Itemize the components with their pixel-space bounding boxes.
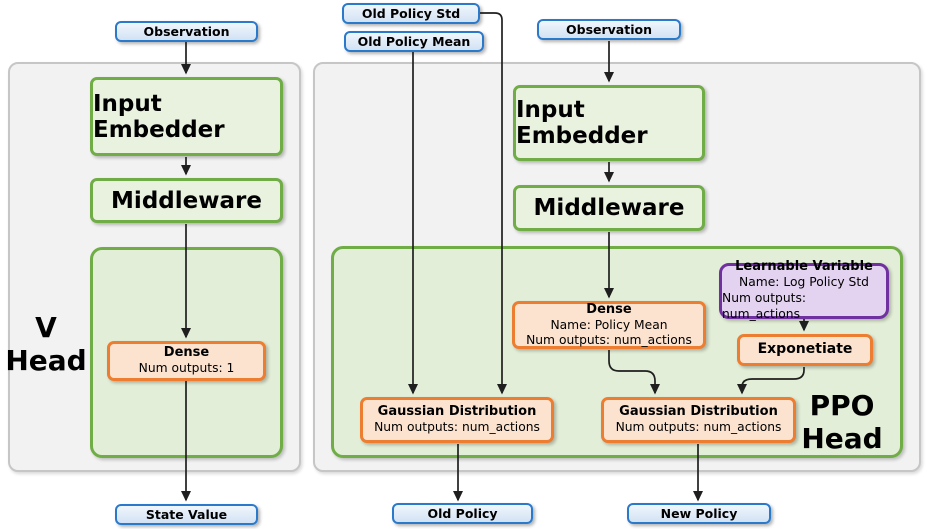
- input-embedder-node-ppo: Input Embedder: [513, 85, 705, 161]
- learnable-variable-title: Learnable Variable: [735, 258, 873, 274]
- input-embedder-node-v: Input Embedder: [90, 77, 283, 156]
- dense-node-v-outputs: Num outputs: 1: [138, 361, 235, 376]
- learnable-variable-node: Learnable Variable Name: Log Policy Std …: [719, 259, 889, 321]
- old-policy-std-input-label: Old Policy Std: [361, 6, 461, 21]
- observation-input-ppo: Observation: [537, 19, 681, 40]
- exponentiate-node-label: Exponetiate: [757, 341, 853, 358]
- old-policy-std-input: Old Policy Std: [342, 3, 480, 24]
- learnable-variable-outputs: Num outputs: num_actions: [722, 291, 806, 322]
- dense-node-v: Dense Num outputs: 1: [107, 341, 266, 381]
- input-embedder-node-v-label: Input Embedder: [93, 90, 225, 143]
- state-value-output: State Value: [115, 504, 258, 525]
- observation-input-v: Observation: [115, 21, 258, 42]
- state-value-output-label: State Value: [145, 507, 228, 522]
- gaussian-old-title: Gaussian Distribution: [377, 404, 537, 420]
- new-policy-output: New Policy: [627, 503, 771, 524]
- old-policy-output: Old Policy: [392, 503, 533, 524]
- old-policy-output-label: Old Policy: [427, 506, 498, 521]
- dense-policy-mean-title: Dense: [586, 301, 632, 317]
- dense-policy-mean-outputs: Num outputs: num_actions: [526, 333, 692, 348]
- input-embedder-node-ppo-label: Input Embedder: [516, 97, 648, 149]
- observation-input-v-label: Observation: [143, 24, 230, 39]
- middleware-node-ppo: Middleware: [513, 185, 705, 231]
- gaussian-new-outputs: Num outputs: num_actions: [615, 420, 782, 435]
- gaussian-new-title: Gaussian Distribution: [619, 404, 778, 420]
- middleware-node-v: Middleware: [90, 178, 283, 223]
- gaussian-old-outputs: Num outputs: num_actions: [374, 420, 540, 435]
- dense-policy-mean-name: Name: Policy Mean: [550, 317, 668, 332]
- old-policy-mean-input: Old Policy Mean: [344, 31, 484, 52]
- middleware-node-ppo-label: Middleware: [533, 195, 685, 221]
- new-policy-output-label: New Policy: [660, 506, 738, 521]
- dense-policy-mean-node: Dense Name: Policy Mean Num outputs: num…: [512, 301, 706, 349]
- middleware-node-v-label: Middleware: [111, 187, 262, 214]
- gaussian-distribution-old-node: Gaussian Distribution Num outputs: num_a…: [360, 397, 554, 443]
- ppo-head-label: PPO Head: [801, 389, 883, 455]
- learnable-variable-name: Name: Log Policy Std: [739, 275, 869, 290]
- dense-node-v-title: Dense: [163, 345, 210, 361]
- gaussian-distribution-new-node: Gaussian Distribution Num outputs: num_a…: [601, 397, 796, 443]
- observation-input-ppo-label: Observation: [566, 22, 652, 37]
- v-head-label: V Head: [5, 311, 87, 377]
- exponentiate-node: Exponetiate: [737, 334, 873, 366]
- old-policy-mean-input-label: Old Policy Mean: [357, 34, 471, 49]
